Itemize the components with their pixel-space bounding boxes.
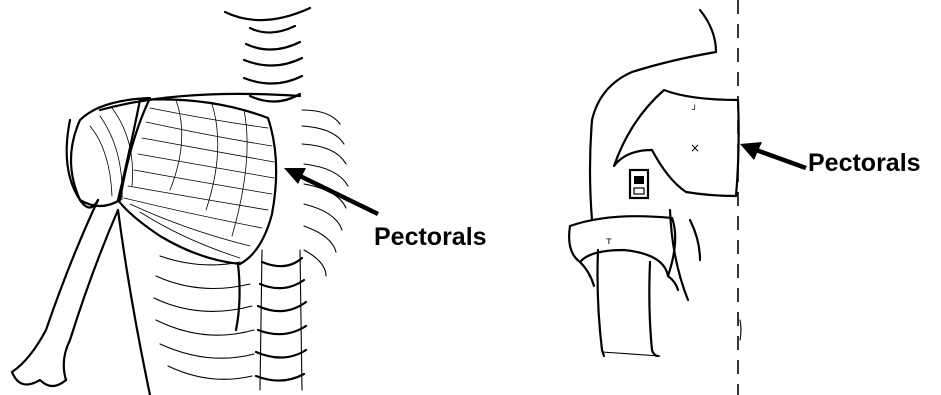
anatomy-illustration-left (0, 0, 520, 395)
spine-drawing (225, 8, 310, 390)
svg-text:ᴛ: ᴛ (606, 236, 612, 247)
arm-band-sketch: ᴛ (569, 216, 678, 290)
pointer-arrow-left (284, 168, 378, 214)
torso-outline-sketch (590, 0, 741, 395)
sketch-illustration-right: ᴊ × ᴛ (540, 0, 941, 395)
pointer-arrow-right (740, 142, 806, 168)
svg-text:×: × (690, 141, 700, 155)
pectorals-label-right: Pectorals (808, 151, 921, 176)
svg-text:ᴊ: ᴊ (692, 102, 696, 113)
pectoral-patch-sketch: ᴊ × (614, 90, 739, 198)
arm-bone-drawing (12, 120, 118, 386)
rib-cage-drawing (118, 110, 348, 395)
pectorals-label-left: Pectorals (374, 225, 487, 250)
